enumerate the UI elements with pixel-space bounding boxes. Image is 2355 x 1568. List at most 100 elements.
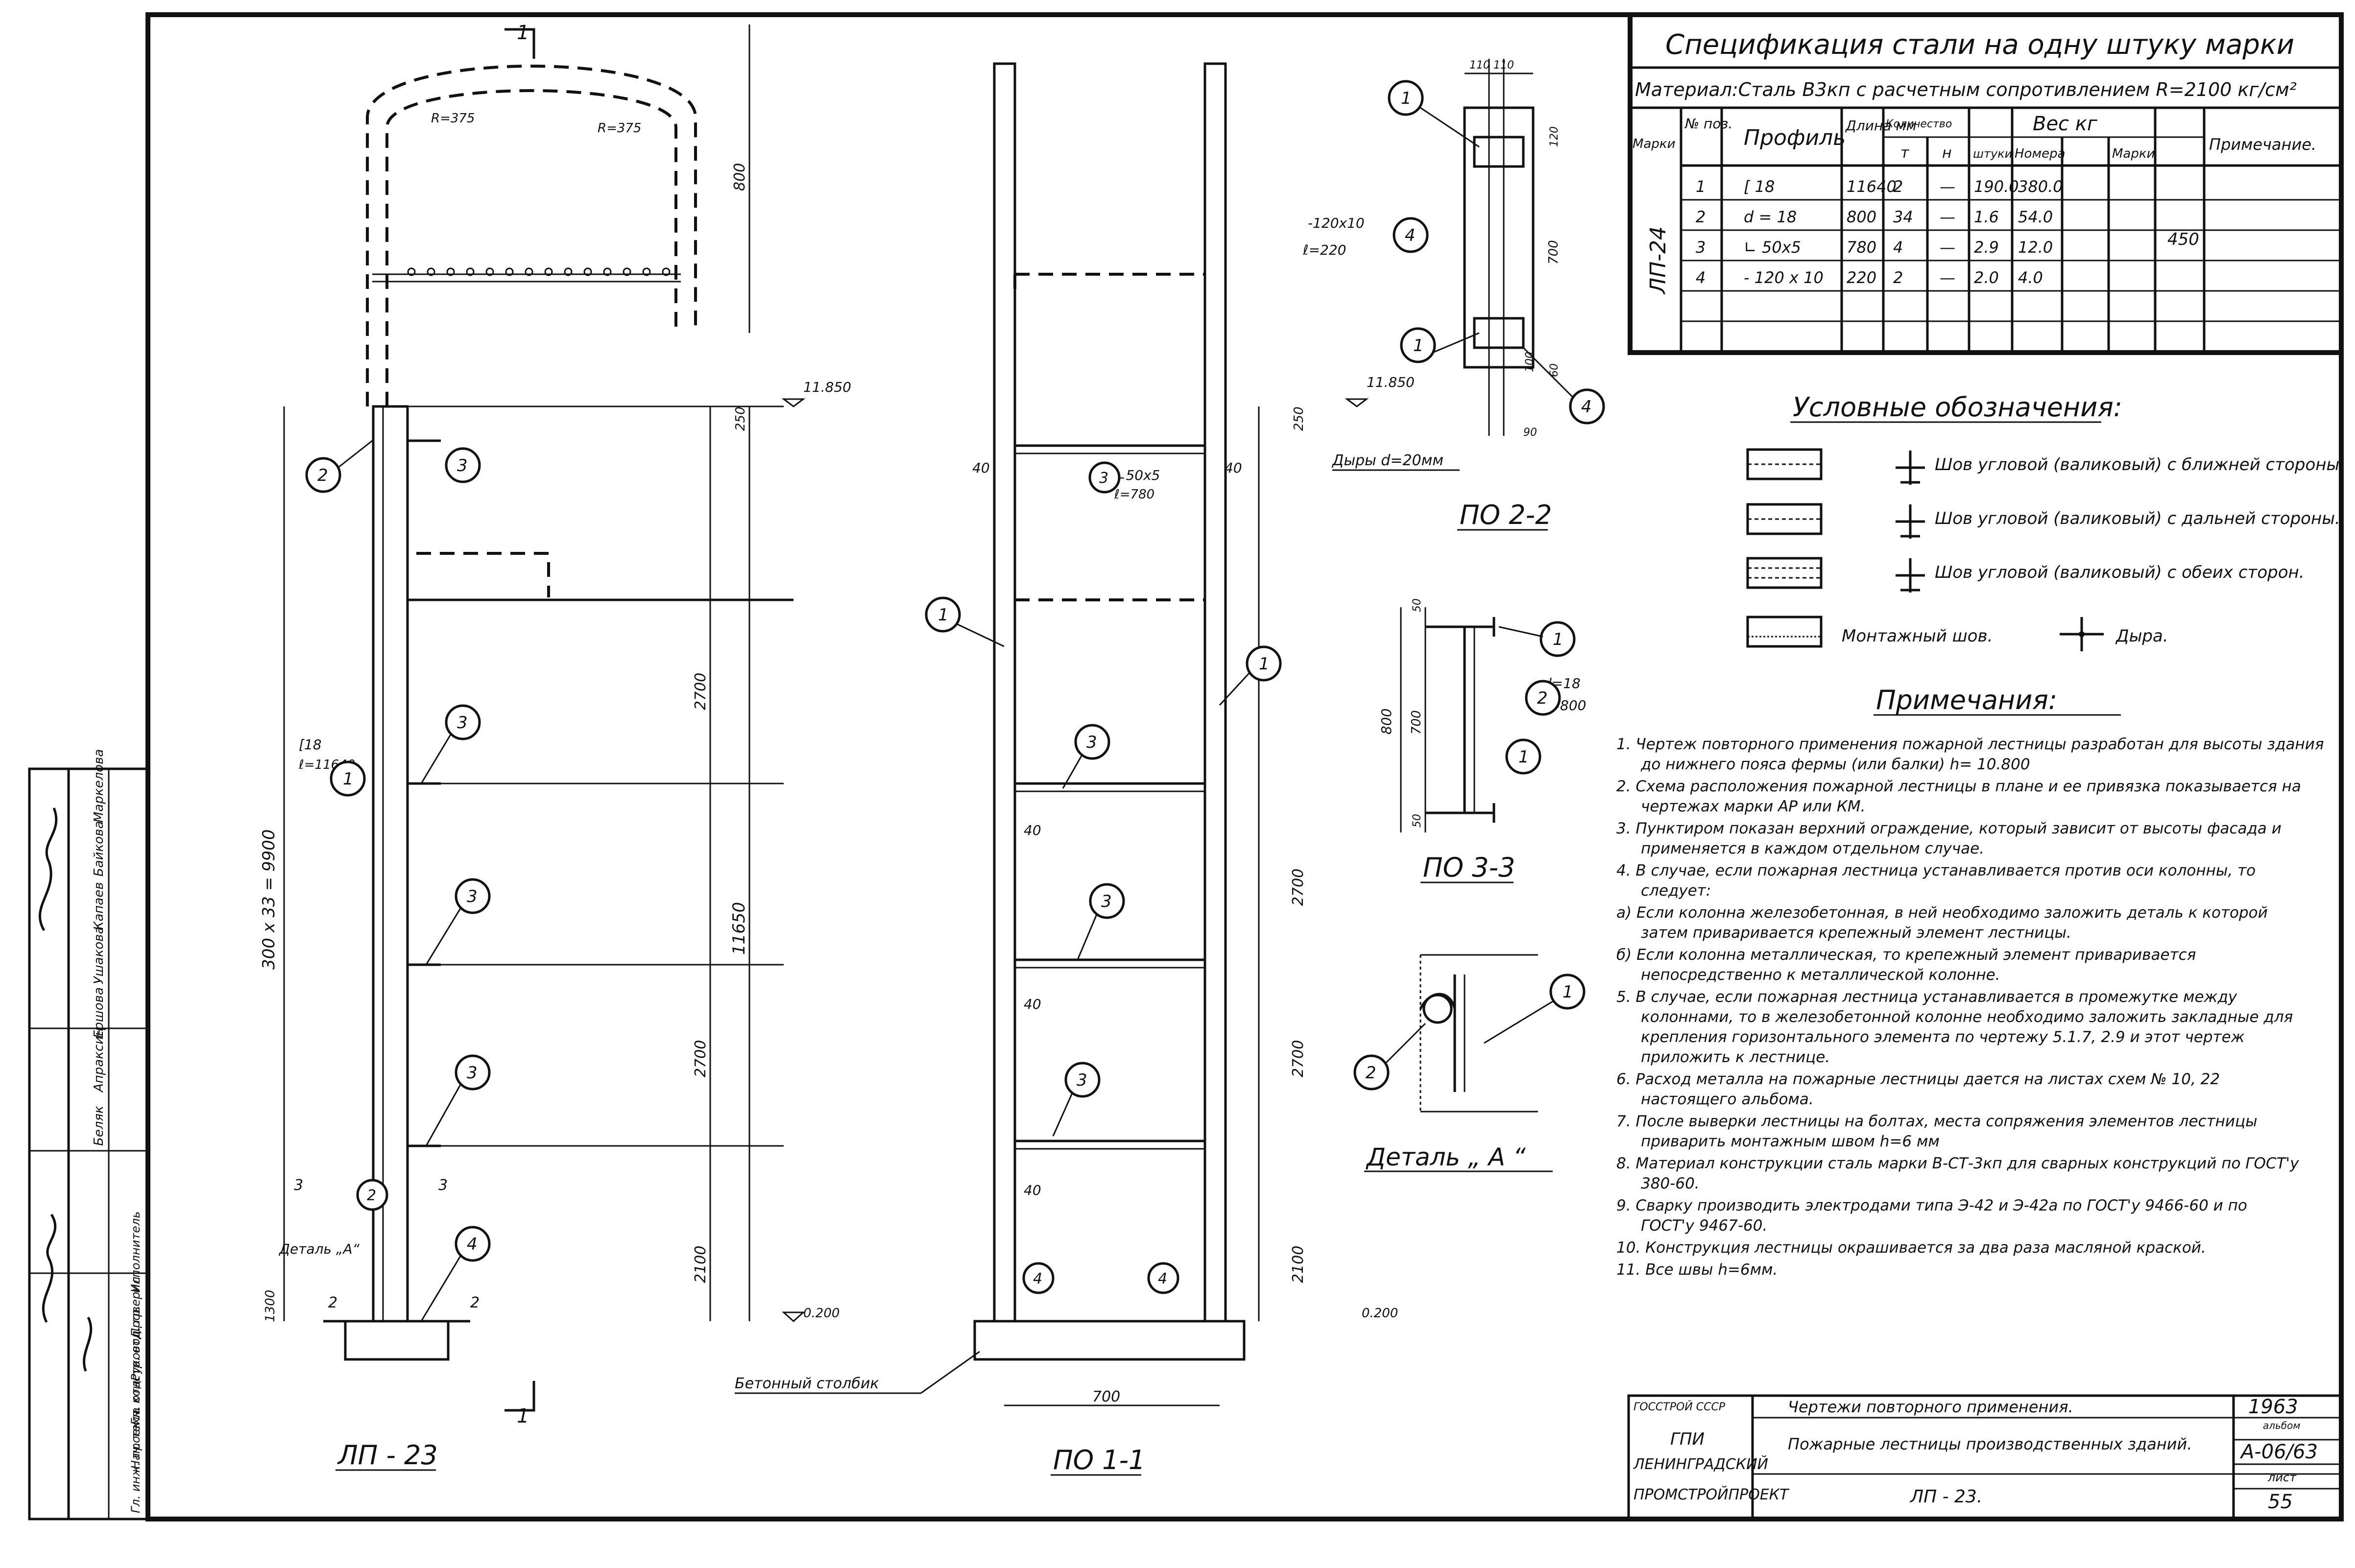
po11-d40a: 40 xyxy=(972,460,990,476)
po22-callout-1a: 1 xyxy=(1401,89,1412,108)
stamp-sheet-label: лист xyxy=(2267,1471,2297,1484)
spec-cell-piece: 190.0 xyxy=(1974,177,2019,196)
rung-hole xyxy=(564,267,573,276)
note-line: применяется в каждом отдельном случае. xyxy=(1641,840,1984,857)
po33-callout-1a: 1 xyxy=(1553,630,1563,649)
note-line: 8. Материал конструкции сталь марки В-СТ… xyxy=(1616,1155,2299,1172)
legend-item-5: Дыра. xyxy=(2115,626,2168,646)
view-po22: 110 110 700 120 100 60 90 -120x10 ℓ=220 … xyxy=(1302,59,1605,531)
rung-hole xyxy=(427,267,435,276)
side-stamp-name: Ершова xyxy=(92,987,106,1038)
po11-callout-1b: 1 xyxy=(1259,654,1270,674)
po11-d250: 250 xyxy=(1292,406,1306,431)
spec-cell-n: — xyxy=(1940,177,1955,196)
spec-cell-total: 54.0 xyxy=(2018,208,2053,226)
lp23-callout-2: 2 xyxy=(317,466,328,485)
lp23-callout-3b: 3 xyxy=(457,713,468,733)
lp23-r2: R=375 xyxy=(598,121,641,136)
sheet-frame xyxy=(145,12,2344,1521)
spec-cell-pos: 2 xyxy=(1696,208,1706,226)
lp23-sec-top: 1 xyxy=(517,22,529,44)
spec-cell-length: 11640 xyxy=(1847,177,1897,196)
lp23-c18: [18 xyxy=(299,736,322,753)
spec-cell-total: 12.0 xyxy=(2018,238,2053,257)
note-line: затем приваривается крепежный элемент ле… xyxy=(1641,924,2071,942)
note-line: настоящего альбома. xyxy=(1641,1091,1814,1108)
detail-callout-1: 1 xyxy=(1562,982,1573,1002)
side-stamp-role: Проверил xyxy=(129,1277,143,1337)
po22-a: 120 xyxy=(1548,126,1561,147)
lp23-dim-250: 250 xyxy=(733,406,748,431)
signature-1 xyxy=(38,808,58,931)
lp23-callout-3d: 3 xyxy=(467,1063,478,1083)
note-line: б) Если колонна металлическая, то крепеж… xyxy=(1616,946,2196,964)
po22-w: 110 110 xyxy=(1469,59,1514,71)
title-block: ГОССТРОЙ СССР ГПИ ЛЕНИНГРАДСКИЙ ПРОМСТРО… xyxy=(1627,1394,2343,1520)
spec-cell-profile: - 120 x 10 xyxy=(1744,268,1824,287)
rung-hole xyxy=(525,267,533,276)
po11-callout-3c: 3 xyxy=(1101,892,1112,911)
stamp-org4: ПРОМСТРОЙПРОЕКТ xyxy=(1634,1486,1790,1503)
legend-item-1: Шов угловой (валиковый) с ближней сторон… xyxy=(1935,455,2345,475)
spec-cell-n: — xyxy=(1940,268,1955,287)
spec-h-profile: Профиль xyxy=(1744,125,1846,150)
po22-title: ПО 2-2 xyxy=(1460,499,1552,530)
stamp-sheet: 55 xyxy=(2268,1491,2293,1513)
po22-d: 90 xyxy=(1523,427,1537,439)
note-line: 7. После выверки лестницы на болтах, мес… xyxy=(1616,1113,2258,1130)
note-line: непосредственно к металлической колонне. xyxy=(1641,966,2000,984)
side-stamp-name: Капаев xyxy=(92,882,106,930)
po22-holes: Дыры d=20мм xyxy=(1331,452,1443,469)
po11-level-base: 0.200 xyxy=(1362,1306,1398,1321)
note-line: 11. Все швы h=6мм. xyxy=(1616,1261,1778,1279)
spec-h-mark: Марки xyxy=(1633,137,1675,151)
rung-hole xyxy=(603,267,612,276)
lp23-sec-bottom: 1 xyxy=(517,1405,529,1427)
detail-title: Деталь „ А “ xyxy=(1366,1143,1526,1171)
po11-base xyxy=(973,1320,1246,1361)
note-line: а) Если колонна железобетонная, в ней не… xyxy=(1616,904,2268,922)
rung-hole xyxy=(662,267,671,276)
po11-l780: ℓ=780 xyxy=(1114,487,1154,502)
spec-cell-pos: 4 xyxy=(1696,268,1706,287)
rung-hole xyxy=(642,267,651,276)
spec-mark-value: ЛП-24 xyxy=(1646,226,1671,295)
rung-hole xyxy=(446,267,455,276)
side-stamp-name: Маркелова xyxy=(92,749,106,823)
stamp-org3: ЛЕНИНГРАДСКИЙ xyxy=(1633,1455,1768,1473)
lp23-dim-2100: 2100 xyxy=(692,1246,709,1283)
spec-cell-piece: 2.9 xyxy=(1974,238,1999,257)
lp23-callout-1: 1 xyxy=(343,769,354,789)
note-line: 5. В случае, если пожарная лестница уста… xyxy=(1616,988,2237,1006)
side-stamp-name: Ушакова xyxy=(92,927,106,984)
lp23-sec3-right: 3 xyxy=(438,1177,448,1194)
rung-hole xyxy=(505,267,514,276)
po11-d2700a: 2700 xyxy=(1290,869,1307,906)
spec-cell-t: 2 xyxy=(1893,177,1903,196)
po22-callout-4b: 4 xyxy=(1581,397,1592,417)
stamp-year: 1963 xyxy=(2248,1396,2298,1418)
po11-d40d: 40 xyxy=(1024,996,1041,1012)
spec-cell-length: 220 xyxy=(1847,268,1876,287)
rung-hole xyxy=(485,267,494,276)
stamp-album: А-06/63 xyxy=(2239,1441,2318,1463)
top-rail-holes xyxy=(407,267,671,276)
rung-hole xyxy=(544,267,553,276)
spec-cell-length: 780 xyxy=(1847,238,1876,257)
spec-h-wpos: Номера xyxy=(2015,146,2066,161)
signature-2 xyxy=(42,1213,57,1323)
note-line: приварить монтажным швом h=6 мм xyxy=(1641,1133,1940,1150)
note-line: 4. В случае, если пожарная лестница уста… xyxy=(1616,862,2256,879)
lp23-dim-2700a: 2700 xyxy=(692,673,709,710)
stamp-org2: ГПИ xyxy=(1670,1429,1705,1449)
note-line: 1. Чертеж повторного применения пожарной… xyxy=(1616,736,2324,753)
stamp-org1: ГОССТРОЙ СССР xyxy=(1634,1401,1726,1413)
notes-list: 1. Чертеж повторного применения пожарной… xyxy=(1616,736,2324,1279)
po11-callout-3d: 3 xyxy=(1077,1070,1087,1090)
legend-item-3: Шов угловой (валиковый) с обеих сторон. xyxy=(1935,563,2305,582)
note-line: 10. Конструкция лестницы окрашивается за… xyxy=(1616,1239,2206,1257)
po33-callout-2: 2 xyxy=(1537,689,1548,708)
po11-angle: ∟50x5 xyxy=(1114,467,1160,483)
